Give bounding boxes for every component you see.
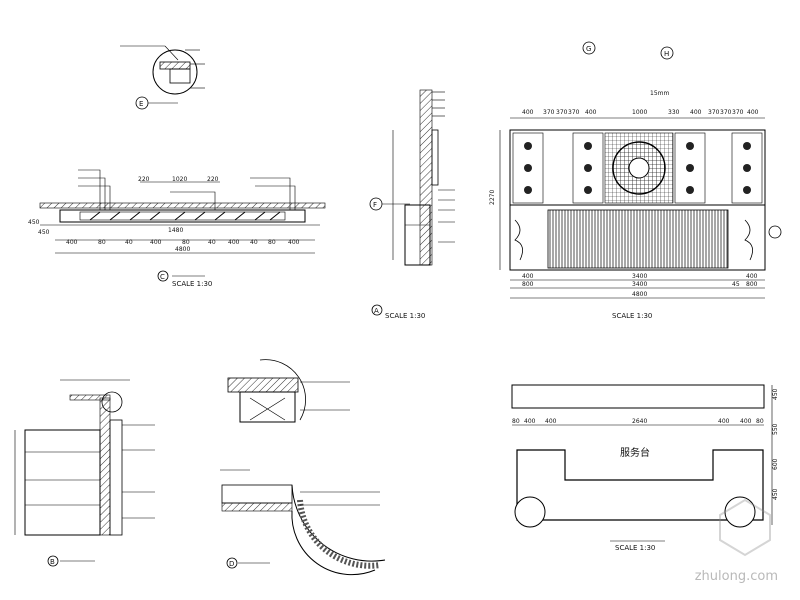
section-a: F A SCALE 1:30 <box>369 89 455 320</box>
elev-top-dim-4: 370 <box>568 109 580 116</box>
detail-d: D <box>220 359 386 576</box>
watermark-logo <box>719 498 771 557</box>
plan-right-dim-3: 600 <box>772 458 779 470</box>
callout-h-circle <box>660 46 674 60</box>
elev-bottom2-dim-1: 800 <box>522 281 534 288</box>
section-c-left-dim-1: 450 <box>28 219 40 226</box>
elev-top-dim-3: 370 <box>556 109 568 116</box>
elev-top-dim-9: 370 <box>708 109 720 116</box>
plan-scale: SCALE 1:30 <box>615 544 655 552</box>
section-c: 220 1020 220 450 450 1480 400 80 40 400 … <box>28 169 326 288</box>
callout-c-circle <box>157 270 169 282</box>
section-c-mid-dim: 1480 <box>168 227 183 234</box>
elev-top-dim-5: 400 <box>585 109 597 116</box>
elev-total-dim: 4800 <box>632 291 647 298</box>
elev-bottom2-dim-2: 3400 <box>632 281 647 288</box>
elev-bottom1-dim-2: 3400 <box>632 273 647 280</box>
section-c-bottom-dim-1: 400 <box>66 239 78 246</box>
plan-top-dim-4: 2640 <box>632 418 647 425</box>
elev-top-dim-8: 400 <box>690 109 702 116</box>
callout-b-label: B <box>50 558 55 566</box>
elev-bottom2-dim-4: 800 <box>746 281 758 288</box>
callout-c-label: C <box>160 273 165 281</box>
plan-top-dim-2: 400 <box>524 418 536 425</box>
section-c-top-dim-1: 220 <box>138 176 150 183</box>
front-elevation: 400 370 370 370 400 1000 330 400 370 370… <box>489 41 782 320</box>
section-c-bottom-dim-4: 400 <box>150 239 162 246</box>
callout-f-label: F <box>373 201 377 209</box>
watermark-text: zhulong.com <box>694 569 778 584</box>
section-c-bottom-dim-6: 40 <box>208 239 216 246</box>
elev-top-dim-6: 1000 <box>632 109 647 116</box>
section-c-total-dim: 4800 <box>175 246 190 253</box>
plan-top-dim-3: 400 <box>545 418 557 425</box>
elev-note: 15mm <box>650 90 669 97</box>
plan-top-dim-7: 80 <box>756 418 764 425</box>
elev-top-dim-12: 400 <box>747 109 759 116</box>
callout-g-circle <box>582 41 596 55</box>
plan-right-dim-1: 450 <box>772 388 779 400</box>
elev-top-dim-7: 330 <box>668 109 680 116</box>
elev-bottom1-dim-1: 400 <box>522 273 534 280</box>
plan-top-dim-5: 400 <box>718 418 730 425</box>
section-c-bottom-dim-10: 400 <box>288 239 300 246</box>
section-c-bottom-dim-2: 80 <box>98 239 106 246</box>
elevation-scale: SCALE 1:30 <box>612 312 652 320</box>
callout-elev-right-circle <box>768 225 782 239</box>
section-c-bottom-dim-9: 80 <box>268 239 276 246</box>
plan-view: 80 400 400 2640 400 400 80 服务台 450 550 6… <box>511 384 779 552</box>
section-c-bottom-dim-8: 40 <box>250 239 258 246</box>
callout-a-circle <box>371 304 383 316</box>
section-c-top-dim-2: 1020 <box>172 176 187 183</box>
plan-top-dim-1: 80 <box>512 418 520 425</box>
section-c-bottom-dim-5: 80 <box>182 239 190 246</box>
elev-top-dim-2: 370 <box>543 109 555 116</box>
elev-left-dim: 2270 <box>489 190 496 205</box>
section-c-bottom-dim-7: 400 <box>228 239 240 246</box>
callout-h-label: H <box>664 50 669 58</box>
elev-bottom2-dim-3: 45 <box>732 281 740 288</box>
section-c-scale: SCALE 1:30 <box>172 280 212 288</box>
detail-e: E <box>120 45 205 110</box>
section-c-bottom-dim-3: 40 <box>125 239 133 246</box>
plan-right-dim-2: 550 <box>772 423 779 435</box>
section-c-left-dim-2: 450 <box>38 229 50 236</box>
callout-d-circle <box>226 557 238 569</box>
plan-center-label: 服务台 <box>620 446 650 459</box>
section-c-top-dim-3: 220 <box>207 176 219 183</box>
elev-top-dim-1: 400 <box>522 109 534 116</box>
callout-d-label: D <box>229 560 234 568</box>
callout-g-label: G <box>586 45 591 53</box>
elev-bottom1-dim-3: 400 <box>746 273 758 280</box>
plan-right-dim-4: 450 <box>772 488 779 500</box>
elev-top-dim-11: 370 <box>732 109 744 116</box>
elev-top-dim-10: 370 <box>720 109 732 116</box>
callout-a-label: A <box>374 307 379 315</box>
section-b: B <box>14 379 155 567</box>
callout-b-circle <box>47 555 59 567</box>
plan-top-dim-6: 400 <box>740 418 752 425</box>
section-a-scale: SCALE 1:30 <box>385 312 425 320</box>
callout-e-label: E <box>139 100 143 108</box>
